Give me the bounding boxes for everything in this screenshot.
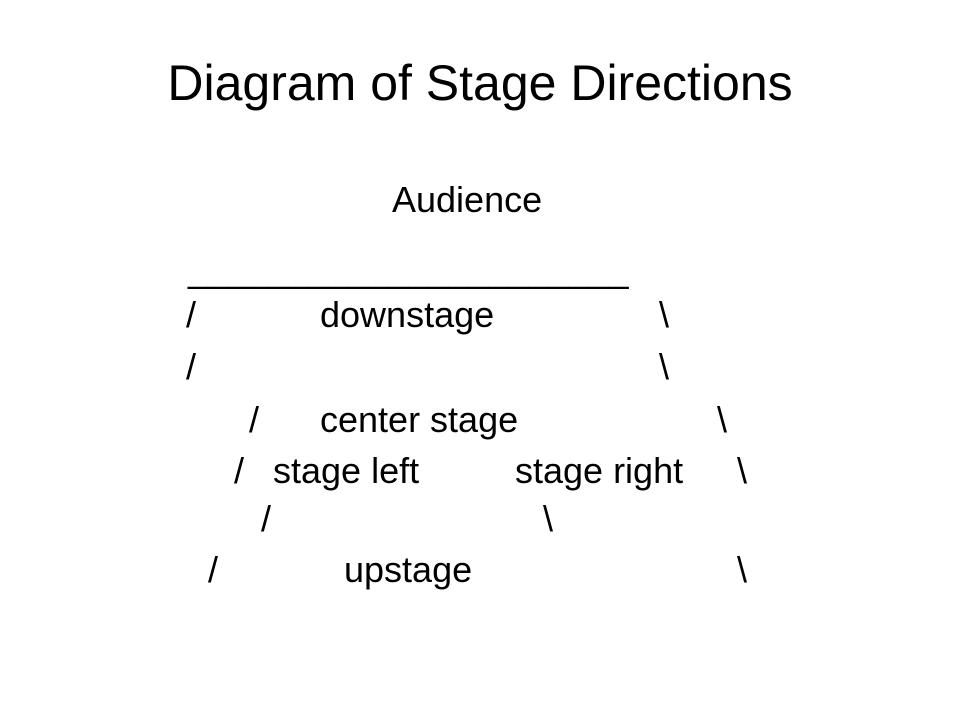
- stage-front-rule: ______________________: [188, 249, 629, 290]
- stage-left-label: stage left: [273, 450, 420, 491]
- upstage-label: upstage: [344, 549, 473, 590]
- stage-edge-left: /: [249, 399, 260, 440]
- stage-edge-left: /: [186, 294, 197, 335]
- stage-edge-left: /: [186, 346, 197, 387]
- downstage-label: downstage: [320, 294, 495, 335]
- stage-edge-right: \: [717, 399, 728, 440]
- stage-edge-left: /: [234, 450, 245, 491]
- stage-edge-right: \: [737, 450, 748, 491]
- stage-edge-left: /: [261, 498, 272, 539]
- stage-edge-right: \: [737, 549, 748, 590]
- stage-edge-right: \: [543, 498, 554, 539]
- stage-edge-right: \: [659, 346, 670, 387]
- stage-right-label: stage right: [515, 450, 684, 491]
- slide-title: Diagram of Stage Directions: [167, 55, 793, 111]
- stage-edge-right: \: [659, 294, 670, 335]
- audience-label: Audience: [392, 179, 543, 220]
- center-stage-label: center stage: [320, 399, 519, 440]
- stage-edge-left: /: [208, 549, 219, 590]
